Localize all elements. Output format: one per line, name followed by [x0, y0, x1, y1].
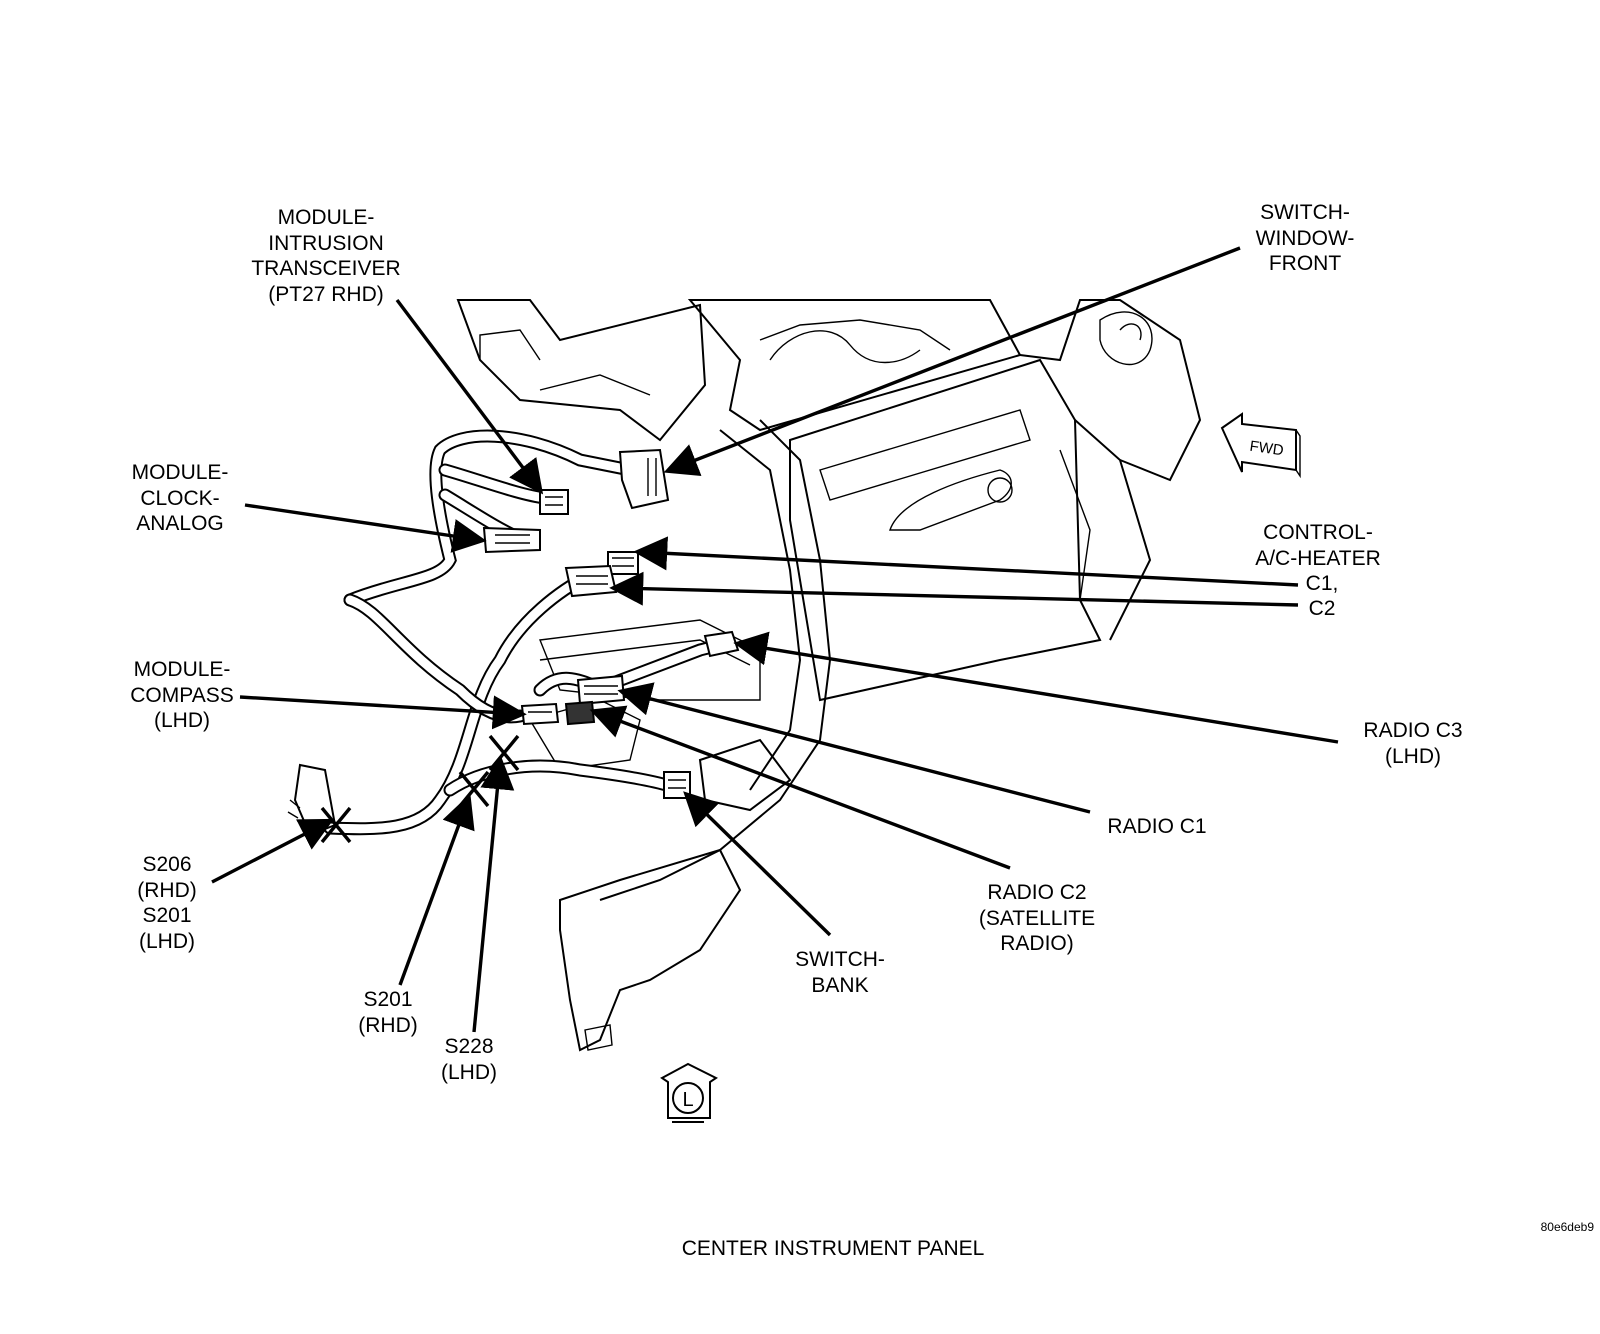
switch-bank-connector	[663, 771, 691, 799]
compass-connector	[520, 702, 560, 726]
label-ac-heater-control: CONTROL- A/C-HEATER	[1255, 521, 1381, 570]
switch-bank-leader	[683, 791, 832, 937]
radio-c1-connector	[576, 674, 626, 706]
label-clock-module: MODULE- CLOCK- ANALOG	[131, 461, 229, 535]
view-indicator-icon: L	[660, 1062, 718, 1123]
s228-leader	[472, 755, 515, 1033]
label-s228: S228 (LHD)	[441, 1035, 497, 1084]
label-s206: S206 (RHD) S201 (LHD)	[137, 853, 197, 953]
radio-c1-leader	[617, 682, 1091, 814]
radio-c3-connector	[703, 630, 740, 658]
label-ac-c2: C2	[1308, 597, 1336, 620]
s201-leader	[398, 793, 475, 986]
ac-c1-connector	[607, 551, 639, 575]
ac-c2-leader	[609, 571, 1299, 607]
fwd-label: FWD	[1249, 438, 1285, 460]
figure-code: 80e6deb9	[1540, 1220, 1594, 1234]
clock-leader	[244, 503, 487, 553]
label-compass-module: MODULE- COMPASS (LHD)	[130, 658, 234, 732]
intrusion-connector	[539, 489, 569, 515]
label-radio-c1: RADIO C1	[1107, 815, 1207, 838]
forward-arrow-icon: FWD	[1220, 412, 1301, 479]
window-switch-leader	[663, 246, 1241, 476]
radio-c2-connector	[564, 700, 596, 726]
label-window-switch: SWITCH- WINDOW- FRONT	[1255, 201, 1355, 275]
intrusion-leader	[395, 298, 544, 495]
radio-c2-leader	[589, 705, 1011, 870]
label-switch-bank: SWITCH- BANK	[795, 948, 885, 997]
label-s201: S201 (RHD)	[358, 988, 418, 1037]
ac-c2-connector	[564, 564, 618, 598]
window-switch-connector	[618, 448, 670, 510]
figure-caption: CENTER INSTRUMENT PANEL	[681, 1237, 985, 1260]
compass-leader	[239, 695, 527, 730]
label-radio-c3: RADIO C3 (LHD)	[1363, 719, 1463, 768]
label-radio-c2: RADIO C2 (SATELLITE RADIO)	[978, 881, 1096, 955]
ac-c1-leader	[633, 536, 1299, 587]
label-ac-c1: C1,	[1305, 572, 1339, 595]
s206-leader	[211, 818, 335, 884]
dash-panel-outline	[456, 299, 1202, 1052]
clock-connector	[482, 526, 541, 554]
label-intrusion-transceiver: MODULE- INTRUSION TRANSCEIVER (PT27 RHD)	[251, 206, 401, 306]
view-letter: L	[682, 1089, 693, 1111]
radio-c3-leader	[733, 631, 1339, 744]
